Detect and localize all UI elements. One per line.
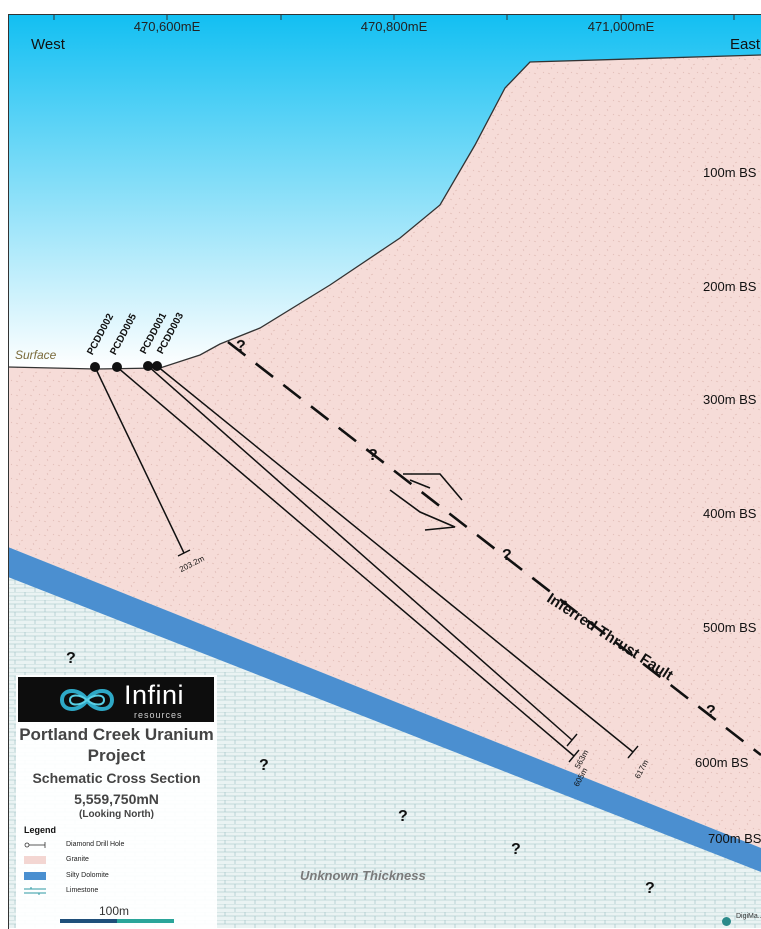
logo-word: Infini [124, 680, 185, 710]
fault-question-mark: ? [236, 338, 246, 355]
drill-trace-pcdd003 [156, 365, 634, 753]
depth-label: 600m BS [695, 755, 749, 770]
legend-panel: Infini resources Portland Creek Uranium … [16, 675, 217, 928]
unknown-question-mark: ? [66, 650, 76, 667]
collar-pcdd005 [112, 362, 122, 372]
looking-direction: (Looking North) [79, 809, 154, 820]
project-title-line2: Project [87, 746, 146, 765]
section-subtitle: Schematic Cross Section [32, 770, 201, 786]
northing-label: 5,559,750mN [74, 791, 159, 807]
company-logo: Infini resources [18, 677, 214, 722]
fault-question-mark: ? [706, 703, 716, 720]
dolomite-band [8, 547, 761, 872]
drill-hole-symbol-icon [24, 842, 46, 848]
surface-label: Surface [15, 348, 57, 362]
depth-label: 100m BS [703, 165, 757, 180]
easting-ticks [53, 14, 735, 20]
drill-trace-pcdd001 [147, 365, 573, 741]
depth-label: 700m BS [708, 831, 761, 846]
drill-hole-traces [94, 365, 634, 757]
granite-swatch-icon [24, 856, 46, 864]
unknown-question-mark: ? [511, 841, 521, 858]
inferred-thrust-fault [227, 340, 761, 757]
scale-bar-label: 100m [99, 904, 130, 918]
globe-icon [722, 917, 731, 926]
dolomite-swatch-icon [24, 872, 46, 880]
fault-question-mark: ? [502, 547, 512, 564]
unknown-thickness-label: Unknown Thickness [300, 868, 426, 883]
collar-pcdd001 [143, 361, 153, 371]
drill-hole-end-caps [177, 549, 639, 763]
scale-bar-segment [60, 919, 117, 923]
easting-label: 470,800mE [360, 19, 428, 34]
legend-item-label: Silty Dolomite [66, 872, 109, 879]
scale-bar-segment [117, 919, 174, 923]
depth-label: 200m BS [703, 279, 757, 294]
legend-item-label: Granite [66, 856, 89, 863]
depth-label: 300m BS [703, 392, 757, 407]
east-label: East [730, 36, 761, 53]
sky [8, 14, 761, 369]
drill-collars [90, 361, 162, 372]
infinity-logo-icon [59, 689, 115, 711]
legend-item-label: Diamond Drill Hole [66, 841, 125, 848]
collar-pcdd002 [90, 362, 100, 372]
depth-label: 400m BS [703, 506, 757, 521]
drill-trace-pcdd002 [94, 366, 185, 554]
project-title: Portland Creek Uranium [19, 725, 214, 744]
limestone-symbol-icon [24, 887, 46, 895]
unknown-question-mark: ? [398, 808, 408, 825]
unknown-question-mark: ? [645, 880, 655, 897]
legend-heading: Legend [24, 825, 57, 835]
fault-movement-arrows [389, 473, 463, 531]
logo-subtext: resources [134, 710, 183, 720]
legend-item-label: Limestone [66, 887, 99, 894]
collar-pcdd003 [152, 361, 162, 371]
west-label: West [31, 36, 65, 53]
easting-label: 470,600mE [133, 19, 201, 34]
drill-trace-pcdd005 [116, 366, 575, 757]
granite-unit [8, 55, 761, 848]
map-credit: DigiMa... [736, 913, 761, 920]
fault-question-mark: ? [368, 447, 378, 464]
depth-label: 500m BS [703, 620, 757, 635]
unknown-question-mark: ? [259, 757, 269, 774]
easting-label: 471,000mE [587, 19, 655, 34]
